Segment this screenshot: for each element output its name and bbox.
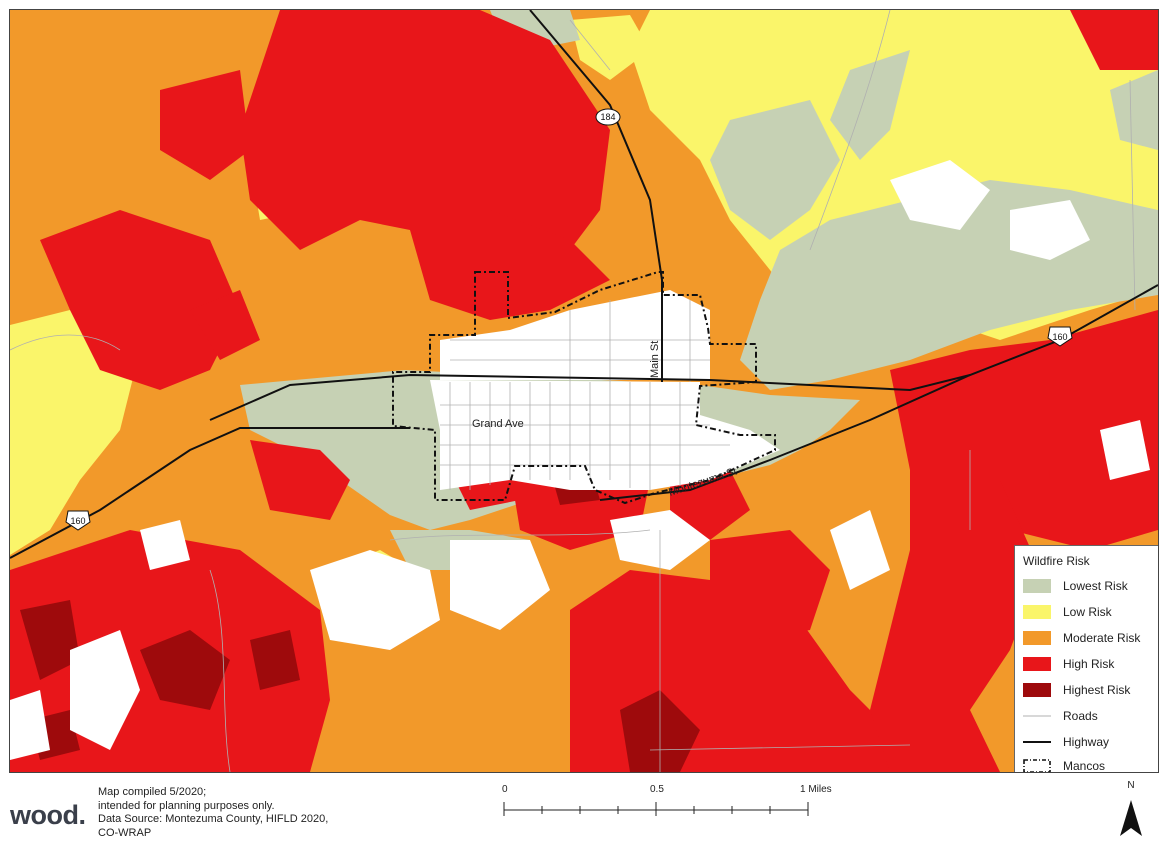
legend-label: High Risk: [1063, 657, 1115, 671]
highway-line-symbol: [1023, 741, 1051, 743]
north-arrow: N: [1118, 780, 1144, 836]
note-line: CO-WRAP: [98, 826, 152, 839]
legend-label: Low Risk: [1063, 605, 1112, 619]
lowest-risk-swatch: [1023, 579, 1051, 593]
legend-item-low-risk: Low Risk: [1023, 602, 1158, 622]
highway-shield-160-west: 160: [65, 510, 91, 531]
moderate-risk-swatch: [1023, 631, 1051, 645]
note-line: Map compiled 5/2020;: [98, 786, 207, 798]
map-legend: Wildfire Risk Lowest Risk Low Risk Moder…: [1014, 545, 1158, 773]
legend-title: Wildfire Risk: [1023, 554, 1090, 568]
north-arrow-icon: [1120, 800, 1142, 836]
scale-bar: 0 0.5 1 Miles: [500, 784, 840, 824]
wood-logo: wood.: [10, 800, 86, 830]
roads-line-symbol: [1023, 715, 1051, 717]
wildfire-risk-map: 184 160 160 Grand Ave Main St Montezuma …: [10, 10, 1158, 772]
legend-item-high-risk: High Risk: [1023, 654, 1158, 674]
legend-label: Highest Risk: [1063, 683, 1131, 697]
svg-text:184: 184: [600, 112, 615, 122]
legend-label: Mancos: [1063, 759, 1106, 773]
note-line: intended for planning purposes only.: [98, 799, 275, 812]
map-notes: Map compiled 5/2020; intended for planni…: [98, 786, 328, 840]
map-footer: wood. Map compiled 5/2020; intended for …: [0, 772, 1160, 846]
legend-item-roads: Roads: [1023, 706, 1158, 726]
north-label: N: [1127, 780, 1135, 791]
town-area: [430, 290, 780, 490]
scale-label-0: 0: [502, 784, 508, 795]
scale-label-half: 0.5: [650, 784, 664, 795]
legend-item-highway: Highway: [1023, 732, 1158, 752]
scale-bar-graphic: [503, 802, 809, 816]
low-risk-swatch: [1023, 605, 1051, 619]
legend-item-lowest-risk: Lowest Risk: [1023, 576, 1158, 596]
legend-item-highest-risk: Highest Risk: [1023, 680, 1158, 700]
mancos-boundary: [392, 271, 776, 505]
legend-label: Roads: [1063, 709, 1098, 723]
legend-label: Lowest Risk: [1063, 579, 1128, 593]
label-grand-ave: Grand Ave: [472, 418, 524, 430]
label-main-st: Main St: [649, 341, 661, 378]
note-line: Data Source: Montezuma County, HIFLD 202…: [98, 813, 329, 825]
svg-text:160: 160: [70, 516, 85, 526]
legend-label: Moderate Risk: [1063, 631, 1141, 645]
high-risk-swatch: [1023, 657, 1051, 671]
svg-text:160: 160: [1052, 332, 1067, 342]
highway-shield-160-east: 160: [1047, 326, 1073, 347]
no-data-areas: [10, 160, 1150, 760]
highest-risk-swatch: [1023, 683, 1051, 697]
mancos-boundary-symbol: [1023, 759, 1051, 772]
highway-shield-184: 184: [595, 108, 621, 126]
scale-label-1: 1 Miles: [800, 784, 832, 795]
legend-label: Highway: [1063, 735, 1110, 749]
highways: [10, 10, 1158, 559]
legend-item-mancos: Mancos: [1023, 756, 1158, 773]
legend-item-moderate-risk: Moderate Risk: [1023, 628, 1158, 648]
map-canvas[interactable]: 184 160 160 Grand Ave Main St Montezuma …: [9, 9, 1159, 773]
